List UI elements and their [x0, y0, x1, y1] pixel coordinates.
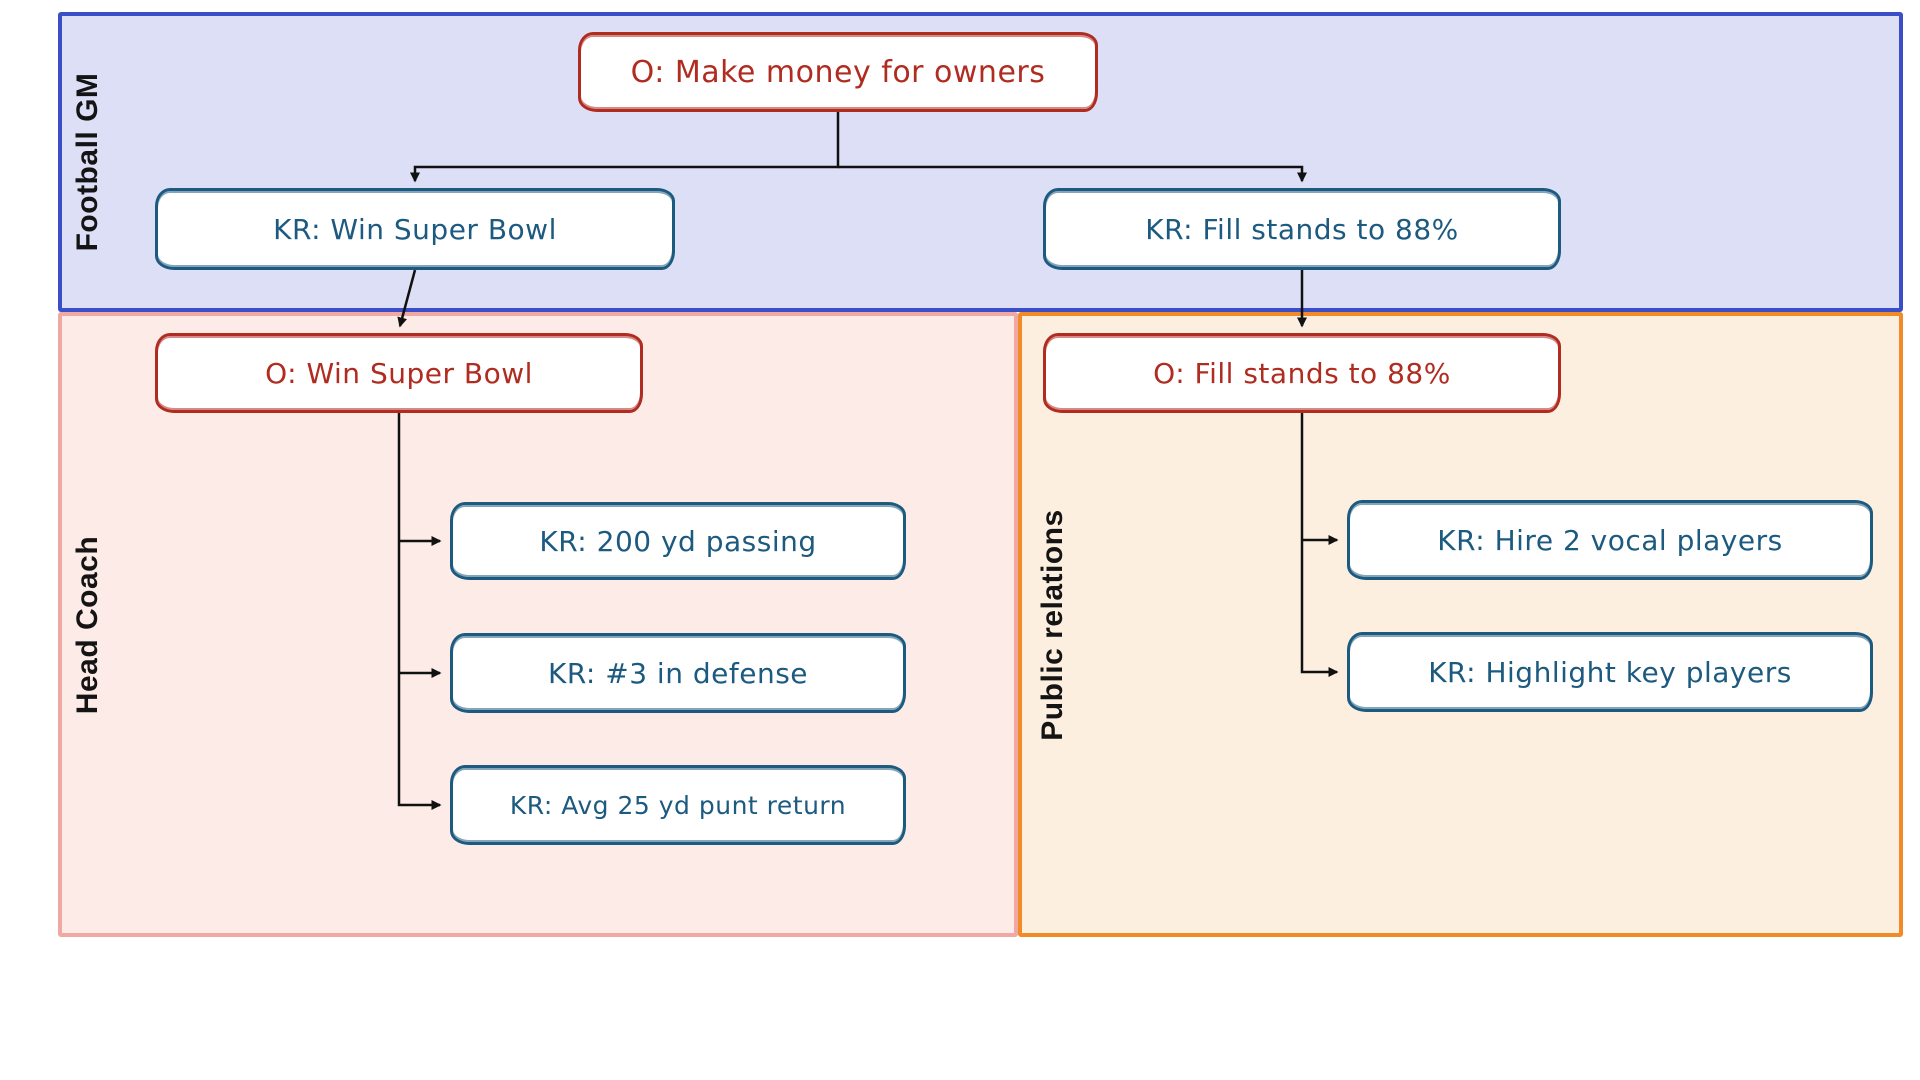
- node-kr-avg-25-yd-punt-return: KR: Avg 25 yd punt return: [450, 765, 906, 845]
- lane-public-relations: [1018, 312, 1903, 937]
- node-kr-fill-stands-88: KR: Fill stands to 88%: [1043, 188, 1561, 270]
- node-kr-win-super-bowl: KR: Win Super Bowl: [155, 188, 675, 270]
- node-kr-200-yd-passing: KR: 200 yd passing: [450, 502, 906, 580]
- node-kr-3-in-defense: KR: #3 in defense: [450, 633, 906, 713]
- node-objective-win-super-bowl: O: Win Super Bowl: [155, 333, 643, 413]
- lane-label-public-relations: Public relations: [1036, 509, 1069, 741]
- lane-label-football-gm: Football GM: [71, 72, 104, 252]
- node-objective-make-money-for-owners: O: Make money for owners: [578, 32, 1098, 112]
- node-objective-fill-stands-88: O: Fill stands to 88%: [1043, 333, 1561, 413]
- node-kr-highlight-key-players: KR: Highlight key players: [1347, 632, 1873, 712]
- lane-label-head-coach: Head Coach: [71, 535, 104, 715]
- node-kr-hire-2-vocal-players: KR: Hire 2 vocal players: [1347, 500, 1873, 580]
